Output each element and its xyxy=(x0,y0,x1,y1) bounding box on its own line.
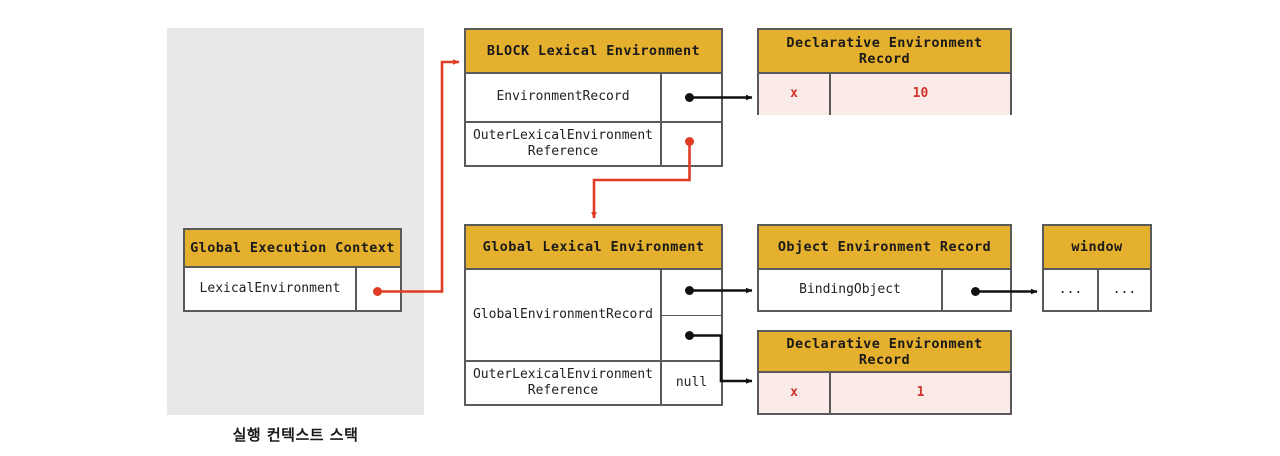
table-row: EnvironmentRecord xyxy=(466,74,721,121)
execution-context-stack-area xyxy=(167,28,424,415)
binding-object-pointer-cell xyxy=(941,270,1010,310)
global-declarative-environment-record-box: Declarative Environment Record x 1 xyxy=(757,330,1012,415)
block-declarative-environment-record-box: Declarative Environment Record x 10 xyxy=(757,28,1012,115)
block-binding-name: x xyxy=(759,74,829,115)
block-binding-value: 10 xyxy=(829,74,1010,115)
global-outer-reference-value: null xyxy=(660,362,721,404)
global-record-pointer-dot-2 xyxy=(685,331,694,340)
global-environment-record-label: GlobalEnvironmentRecord xyxy=(472,306,653,322)
block-environment-record-pointer-cell xyxy=(660,74,721,121)
global-outer-reference-label: OuterLexicalEnvironment Reference xyxy=(472,366,653,398)
global-execution-context-header: Global Execution Context xyxy=(185,230,400,268)
global-lexical-environment-box: Global Lexical Environment GlobalEnviron… xyxy=(464,224,723,406)
execution-context-stack-caption: 실행 컨텍스트 스택 xyxy=(232,426,359,444)
table-row: GlobalEnvironmentRecord xyxy=(466,270,721,360)
binding-object-label: BindingObject xyxy=(799,281,901,297)
table-row: OuterLexicalEnvironment Reference null xyxy=(466,360,721,404)
window-object-header: window xyxy=(1044,226,1150,270)
window-property-left: ... xyxy=(1058,281,1083,297)
block-outer-reference-label: OuterLexicalEnvironment Reference xyxy=(472,127,653,159)
object-environment-record-box: Object Environment Record BindingObject xyxy=(757,224,1012,312)
lexical-environment-pointer-cell xyxy=(355,268,400,310)
global-binding-name: x xyxy=(759,373,829,413)
global-record-pointer-slot-2 xyxy=(662,314,721,361)
global-record-pointer-dot-1 xyxy=(685,286,694,295)
block-environment-record-pointer-dot xyxy=(685,93,694,102)
binding-object-pointer-dot xyxy=(971,287,980,296)
table-row: x 1 xyxy=(759,373,1010,413)
global-binding-value: 1 xyxy=(829,373,1010,413)
block-environment-record-label: EnvironmentRecord xyxy=(496,89,630,105)
table-row: LexicalEnvironment xyxy=(185,268,400,310)
global-environment-record-pointer-cell xyxy=(660,270,721,360)
block-lexical-environment-header: BLOCK Lexical Environment xyxy=(466,30,721,74)
table-row: OuterLexicalEnvironment Reference xyxy=(466,121,721,165)
lexical-environment-pointer-dot xyxy=(373,287,382,296)
table-row: BindingObject xyxy=(759,270,1010,310)
object-environment-record-header: Object Environment Record xyxy=(759,226,1010,270)
lexical-environment-label: LexicalEnvironment xyxy=(199,280,341,296)
global-declarative-record-header: Declarative Environment Record xyxy=(759,332,1010,373)
table-row: ... ... xyxy=(1044,270,1150,310)
global-execution-context-box: Global Execution Context LexicalEnvironm… xyxy=(183,228,402,312)
block-declarative-record-header: Declarative Environment Record xyxy=(759,30,1010,74)
table-row: x 10 xyxy=(759,74,1010,115)
global-lexical-environment-header: Global Lexical Environment xyxy=(466,226,721,270)
window-object-box: window ... ... xyxy=(1042,224,1152,312)
window-property-right: ... xyxy=(1097,270,1150,310)
block-outer-reference-pointer-dot xyxy=(685,137,694,146)
